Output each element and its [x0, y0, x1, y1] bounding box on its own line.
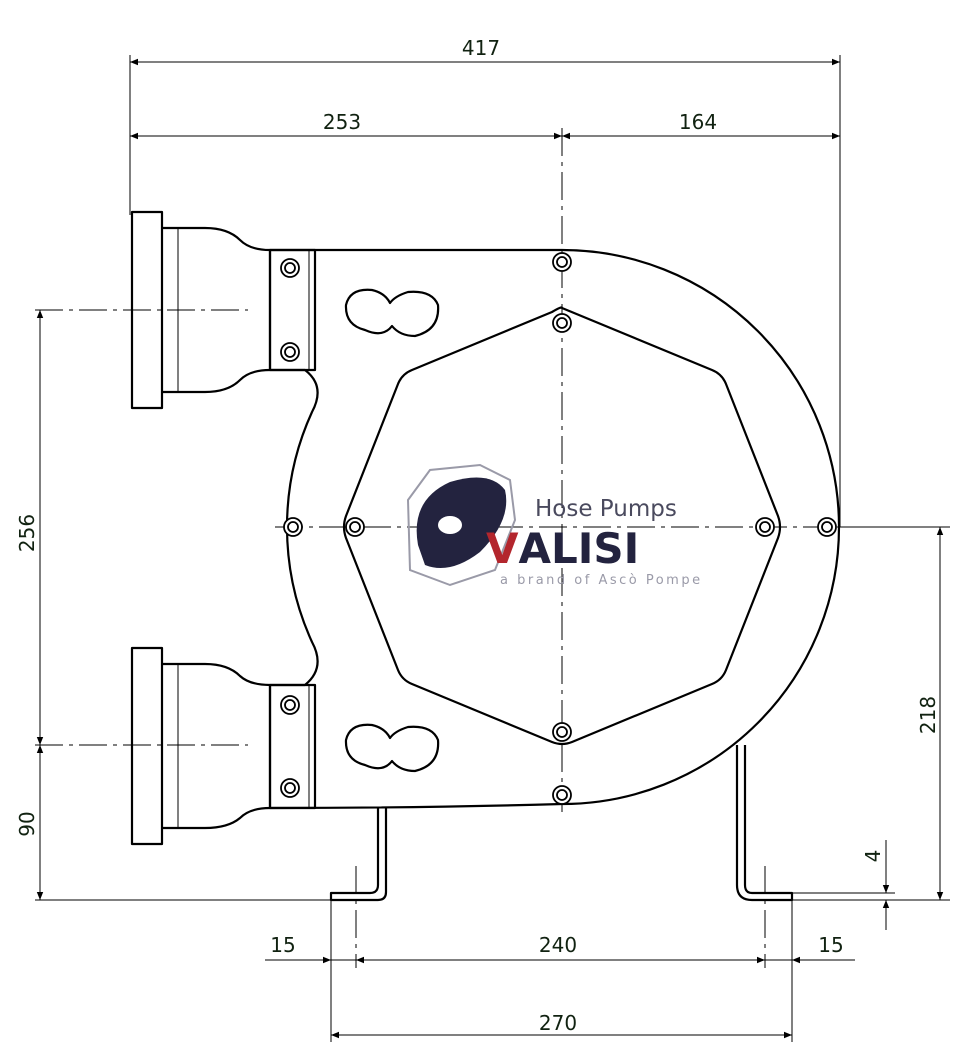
logo-brand-v: V [486, 524, 519, 573]
octagon-cover [342, 306, 782, 746]
valisi-logo-mark [406, 463, 517, 587]
logo-tagline-bottom: a brand of Ascò Pompe [500, 573, 703, 588]
bolt-icon [552, 313, 572, 333]
bolt-icon [280, 342, 300, 362]
dim-foot-thickness: 4 [861, 849, 885, 863]
bolt-icon [280, 258, 300, 278]
bolt-icon [552, 785, 572, 805]
dim-overall-width: 417 [461, 36, 501, 60]
dim-port-spacing: 256 [15, 513, 39, 553]
bolt-icon [283, 517, 303, 537]
grip-handles [344, 288, 440, 773]
upper-port [130, 210, 271, 410]
lower-port [130, 646, 271, 846]
dim-foot-offset-left: 15 [270, 933, 296, 957]
logo-tagline-top: Hose Pumps [535, 496, 677, 522]
bolts [280, 252, 837, 805]
lower-clamp [268, 683, 317, 810]
dim-lower-port-height: 90 [15, 811, 39, 837]
dim-foot-overall: 270 [538, 1011, 578, 1035]
bolt-icon [552, 252, 572, 272]
dim-port-to-center: 253 [322, 110, 362, 134]
bolt-icon [280, 778, 300, 798]
bolt-icon [552, 722, 572, 742]
bolt-icon [280, 695, 300, 715]
dimension-lines [36, 58, 944, 1039]
bolt-icon [817, 517, 837, 537]
upper-clamp [268, 248, 317, 372]
dim-foot-hole-spacing: 240 [538, 933, 578, 957]
centerlines [35, 128, 850, 812]
dim-center-to-right: 164 [678, 110, 718, 134]
dim-foot-offset-right: 15 [818, 933, 844, 957]
extension-lines [35, 55, 950, 1042]
bolt-icon [755, 517, 775, 537]
logo-brand-rest: ALISI [518, 524, 640, 573]
mounting-feet [329, 745, 794, 902]
bolt-icon [345, 517, 365, 537]
dim-center-height: 218 [916, 695, 940, 735]
